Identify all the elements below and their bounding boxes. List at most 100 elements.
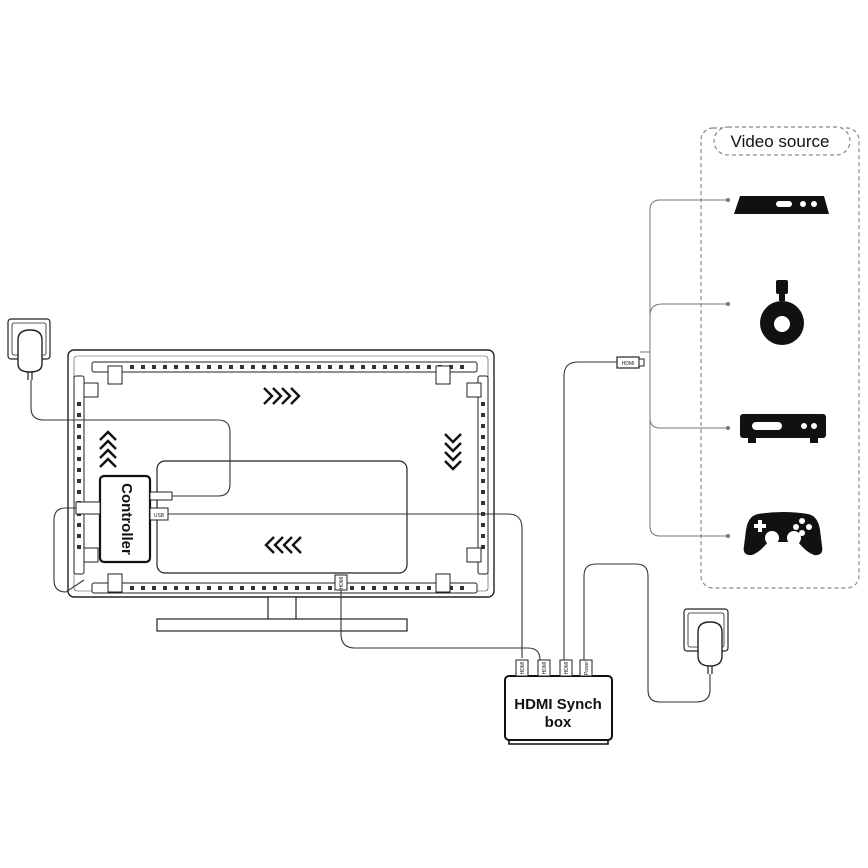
direction-chevrons-up: [99, 430, 117, 468]
led-segment: [218, 586, 222, 590]
led-segment: [174, 365, 178, 369]
hdmi-synch-box: HDMI Synch box: [504, 675, 613, 745]
led-segment: [405, 586, 409, 590]
led-segment: [427, 365, 431, 369]
led-segment: [251, 365, 255, 369]
streaming-stick-icon: [760, 280, 804, 345]
led-segment: [481, 446, 485, 450]
led-segment: [218, 365, 222, 369]
led-segment: [481, 534, 485, 538]
led-segment: [130, 586, 134, 590]
led-segment: [77, 490, 81, 494]
sync-box-port-label: HDMI: [564, 662, 570, 675]
direction-chevrons-left: [264, 536, 302, 554]
led-segment: [295, 365, 299, 369]
led-segment: [130, 365, 134, 369]
led-segment: [163, 365, 167, 369]
led-segment: [77, 424, 81, 428]
led-segment: [481, 523, 485, 527]
sync-box-port-label: HDMI: [542, 662, 548, 675]
sync-box-port-label: HDMI: [520, 662, 526, 675]
controller-usb-label: USB: [154, 513, 165, 519]
sync-box-port: Power: [579, 659, 593, 677]
led-segment: [372, 586, 376, 590]
led-segment: [240, 586, 244, 590]
led-segment: [481, 435, 485, 439]
led-segment: [273, 586, 277, 590]
led-segment: [372, 365, 376, 369]
led-segment: [416, 586, 420, 590]
led-segment: [152, 586, 156, 590]
set-top-box-icon: [734, 196, 829, 214]
controller-label: Controller: [118, 483, 135, 555]
led-segment: [481, 501, 485, 505]
led-segment: [77, 413, 81, 417]
led-segment: [240, 365, 244, 369]
led-segment: [273, 365, 277, 369]
led-segment: [361, 365, 365, 369]
led-segment: [317, 365, 321, 369]
led-segment: [481, 402, 485, 406]
led-segment: [405, 365, 409, 369]
led-segment: [449, 586, 453, 590]
led-segment: [350, 586, 354, 590]
direction-chevrons-down: [444, 433, 462, 471]
led-segment: [207, 586, 211, 590]
led-segment: [251, 586, 255, 590]
led-segment: [284, 365, 288, 369]
hdmi-source-plug-label: HDMI: [622, 361, 635, 367]
led-segment: [481, 545, 485, 549]
game-controller-icon: [743, 512, 823, 556]
video-source-title: Video source: [731, 132, 830, 151]
led-segment: [361, 586, 365, 590]
led-segment: [152, 365, 156, 369]
sync-box-port: HDMI: [559, 659, 573, 677]
sync-box-label-line1: HDMI Synch: [514, 696, 602, 713]
led-segment: [481, 413, 485, 417]
led-segment: [77, 479, 81, 483]
led-segment: [328, 586, 332, 590]
led-segment: [383, 365, 387, 369]
led-segment: [284, 586, 288, 590]
led-segment: [339, 365, 343, 369]
led-segment: [262, 586, 266, 590]
led-segment: [350, 365, 354, 369]
led-segment: [306, 365, 310, 369]
led-segment: [295, 586, 299, 590]
led-segment: [185, 586, 189, 590]
blu-ray-player-icon: [740, 414, 826, 443]
led-strip-segments: [77, 365, 485, 590]
led-segment: [262, 365, 266, 369]
led-segment: [196, 586, 200, 590]
led-segment: [383, 586, 387, 590]
led-segment: [77, 446, 81, 450]
led-segment: [77, 468, 81, 472]
led-segment: [229, 586, 233, 590]
source-branch-lines: [640, 198, 730, 538]
strip-clips: [83, 365, 482, 593]
led-segment: [427, 586, 431, 590]
led-segment: [306, 586, 310, 590]
led-segment: [207, 365, 211, 369]
led-segment: [77, 435, 81, 439]
led-segment: [77, 534, 81, 538]
sync-box-ports: HDMI HDMI HDMI Power: [515, 659, 593, 677]
led-segment: [174, 586, 178, 590]
led-segment: [481, 468, 485, 472]
led-segment: [317, 586, 321, 590]
led-segment: [481, 457, 485, 461]
led-segment: [196, 365, 200, 369]
led-segment: [77, 402, 81, 406]
wall-socket-right: [683, 608, 729, 674]
sync-box-port: HDMI: [537, 659, 551, 677]
led-segment: [77, 523, 81, 527]
tv-hdmi-port-label: HDMI: [339, 577, 345, 590]
led-segment: [141, 365, 145, 369]
sync-box-port-label: Power: [584, 661, 590, 676]
led-segment: [394, 365, 398, 369]
led-segment: [481, 490, 485, 494]
led-segment: [460, 586, 464, 590]
hdmi-source-plug: HDMI: [616, 356, 645, 369]
led-segment: [77, 457, 81, 461]
